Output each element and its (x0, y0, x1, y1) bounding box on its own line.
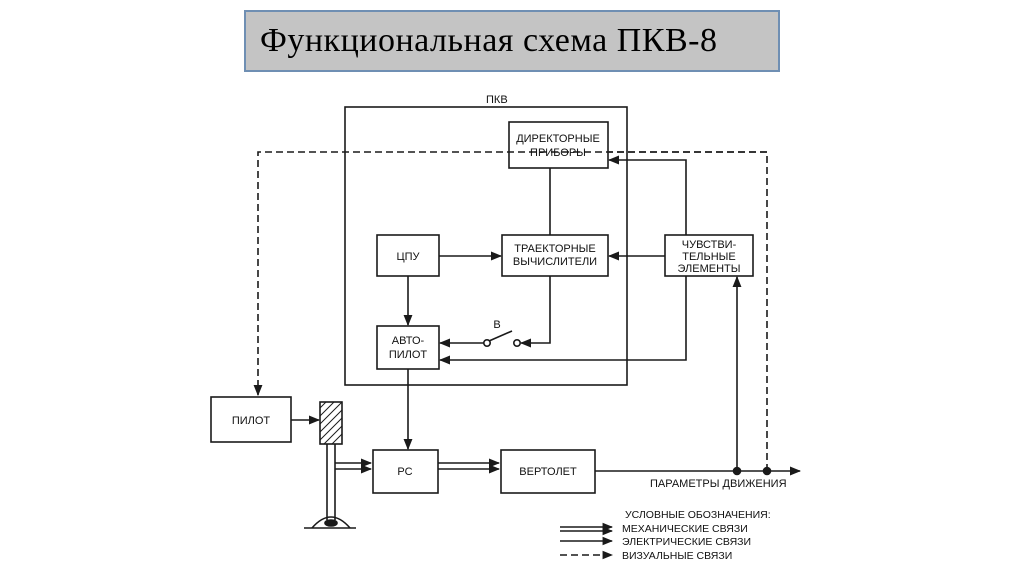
cpu-block (376, 234, 440, 277)
traj-label-1: ТРАЕКТОРНЫЕ (514, 243, 596, 255)
switch-contact-right (512, 338, 521, 347)
sens-director-link (607, 155, 687, 235)
pilot-block (210, 396, 292, 443)
sens-label-3: ЭЛЕМЕНТЫ (678, 263, 741, 275)
sens-autopilot-link (438, 276, 687, 365)
switch-label: В (493, 319, 500, 331)
trajectory-computers-block (501, 234, 609, 277)
legend-mechanical: МЕХАНИЧЕСКИЕ СВЯЗИ (622, 523, 748, 535)
stick-base (311, 516, 351, 529)
switch-blade (488, 330, 513, 342)
helicopter-label: ВЕРТОЛЕТ (519, 466, 577, 478)
autopilot-label-2: ПИЛОТ (389, 349, 428, 361)
director-label-2: ПРИБОРЫ (530, 147, 586, 159)
sens-label-1: ЧУВСТВИ- (682, 239, 737, 251)
title-banner: Функциональная схема ПКВ-8 (244, 10, 780, 72)
traj-switch-link (519, 276, 551, 348)
legend-title: УСЛОВНЫЕ ОБОЗНАЧЕНИЯ: (625, 509, 771, 521)
autopilot-label-1: АВТО- (392, 335, 425, 347)
rs-label: РС (397, 466, 412, 478)
rs-block (372, 449, 439, 494)
stick-grip (319, 401, 343, 445)
traj-label-2: ВЫЧИСЛИТЕЛИ (513, 256, 597, 268)
output-label: ПАРАМЕТРЫ ДВИЖЕНИЯ (650, 478, 787, 490)
director-instruments-block (508, 121, 609, 169)
cpu-label: ЦПУ (396, 251, 420, 263)
director-label-1: ДИРЕКТОРНЫЕ (516, 133, 600, 145)
legend-visual: ВИЗУАЛЬНЫЕ СВЯЗИ (622, 550, 732, 562)
pilot-label: ПИЛОТ (232, 415, 271, 427)
autopilot-block (376, 325, 440, 370)
page-title: Функциональная схема ПКВ-8 (260, 22, 718, 59)
visual-link (253, 151, 768, 471)
switch-contact-left (482, 338, 491, 347)
helicopter-block (500, 449, 596, 494)
sensing-elements-block (664, 234, 754, 277)
legend-electrical: ЭЛЕКТРИЧЕСКИЕ СВЯЗИ (622, 536, 751, 548)
pkv-label: ПКВ (486, 94, 508, 106)
sens-label-2: ТЕЛЬНЫЕ (682, 251, 736, 263)
